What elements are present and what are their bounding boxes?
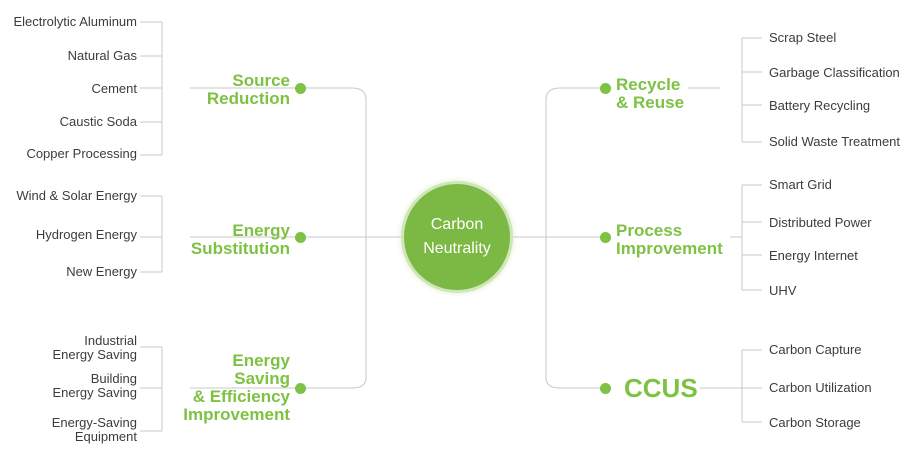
branch-energy-substitution: Energy Substitution	[190, 221, 290, 258]
branch-dot	[600, 383, 611, 394]
leaf-item: Building Energy Saving	[52, 371, 137, 400]
leaf-item: Natural Gas	[67, 48, 137, 63]
branch-source-reduction: Source Reduction	[206, 71, 290, 108]
leaf-item: New Energy	[66, 264, 137, 279]
leaf-item: Copper Processing	[26, 146, 137, 161]
branch-dot	[600, 83, 611, 94]
leaf-item: Cement	[91, 81, 137, 96]
leaf-item: UHV	[769, 283, 797, 298]
branch-recycle-reuse: Recycle & Reuse	[616, 75, 685, 112]
leaf-item: Carbon Capture	[769, 342, 862, 357]
leaf-item: Solid Waste Treatment	[769, 134, 901, 149]
leaf-item: Electrolytic Aluminum	[13, 14, 137, 29]
branch-dot	[295, 83, 306, 94]
leaf-item: Wind & Solar Energy	[16, 188, 137, 203]
leaf-item: Distributed Power	[769, 215, 872, 230]
leaf-item: Caustic Soda	[59, 114, 137, 129]
leaf-item: Energy Internet	[769, 248, 858, 263]
center-label-line2: Neutrality	[423, 240, 491, 257]
center-label-line1: Carbon	[430, 216, 484, 233]
leaf-item: Carbon Storage	[769, 415, 861, 430]
leaf-item: Battery Recycling	[769, 98, 871, 113]
branch-dot	[295, 383, 306, 394]
branch-dot	[295, 232, 306, 243]
branch-process-improvement: Process Improvement	[616, 221, 723, 258]
leaf-item: Scrap Steel	[769, 30, 837, 45]
leaf-item: Hydrogen Energy	[35, 227, 137, 242]
leaf-item: Smart Grid	[769, 177, 832, 192]
leaf-item: Garbage Classification	[769, 65, 900, 80]
leaf-item: Carbon Utilization	[769, 380, 872, 395]
branch-energy-saving: Energy Saving & Efficiency Improvement	[183, 351, 290, 424]
leaf-item: Industrial Energy Saving	[52, 333, 137, 362]
carbon-neutrality-node: Carbon Neutrality	[404, 184, 510, 290]
leaf-item: Energy-Saving Equipment	[51, 415, 137, 444]
branch-ccus: CCUS	[624, 373, 698, 403]
branch-dot	[600, 232, 611, 243]
